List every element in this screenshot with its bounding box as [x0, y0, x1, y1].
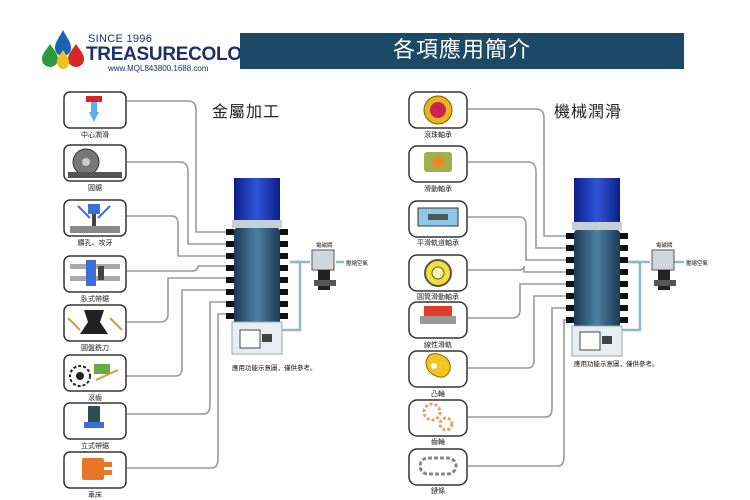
horizontal-band-saw-icon [70, 260, 120, 286]
sliding-bearing-icon [424, 152, 452, 172]
right-item-label: 滑動軸承 [424, 185, 452, 193]
logo-drops-icon [42, 30, 84, 69]
right-item-label: 齒輪 [431, 438, 445, 446]
gear-icon [422, 402, 454, 432]
left-pump-unit [231, 178, 283, 355]
right-section-title: 機械潤滑 [554, 102, 623, 121]
company-logo [38, 28, 238, 74]
gear-hobbing-icon [69, 364, 119, 387]
page-title: 各項應用簡介 [392, 38, 531, 63]
logo-url: www.MQL843800.1688.com [108, 64, 209, 73]
linear-rail-icon [420, 306, 456, 324]
cam-icon [425, 353, 451, 378]
ball-bearing-icon [423, 95, 453, 125]
right-item-label: 平滑軌道軸承 [417, 239, 459, 247]
left-valve-label: 電磁閥 [316, 243, 333, 249]
right-tubes [468, 108, 684, 467]
left-solenoid-valve [311, 249, 336, 290]
right-valve-label: 電磁閥 [656, 243, 673, 249]
right-note: 應用功能示意圖，僅供參考。 [574, 360, 659, 368]
right-air-label: 壓縮空氣 [686, 261, 709, 267]
left-item-label: 臥式帶鋸 [81, 295, 109, 303]
left-note: 應用功能示意圖，僅供參考。 [232, 364, 317, 372]
left-air-label: 壓縮空氣 [346, 261, 369, 267]
lathe-icon [82, 458, 112, 480]
left-item-label: 圓鋸 [88, 184, 102, 192]
right-solenoid-valve [651, 249, 676, 290]
center-spindle-icon [86, 96, 102, 122]
disc-milling-cutter-icon [67, 310, 123, 334]
vertical-band-saw-icon [84, 406, 104, 428]
left-pump-outlets [226, 229, 288, 319]
right-item-label: 凸輪 [431, 390, 445, 398]
left-item-label: 圓盤銑刀 [81, 344, 109, 352]
logo-brand: TREASURECOLOR [86, 44, 256, 65]
left-item-label: 鑽孔、攻牙 [77, 239, 113, 247]
logo-since: SINCE 1996 [88, 33, 153, 45]
left-item-label: 立式帶鋸 [81, 442, 109, 450]
chain-icon [418, 456, 458, 476]
cylindrical-bearing-icon [424, 259, 452, 287]
drilling-icon [70, 204, 120, 233]
left-item-label: 滾齒 [88, 394, 102, 402]
right-item-label: 滾珠軸承 [424, 131, 452, 139]
header-bar: 各項應用簡介 [240, 33, 684, 69]
right-pump-outlets [566, 233, 628, 323]
left-item-boxes [63, 91, 127, 489]
right-item-label: 鏈條 [431, 487, 445, 495]
right-item-label: 圓筒滑動軸承 [417, 293, 459, 301]
left-item-label: 車床 [88, 491, 102, 499]
circular-saw-icon [68, 148, 122, 178]
right-pump-unit [571, 178, 623, 357]
right-item-boxes [408, 91, 468, 486]
left-item-label: 中心潤滑 [81, 131, 109, 139]
left-section-title: 金屬加工 [212, 102, 281, 121]
right-item-label: 線性滑軌 [424, 341, 452, 349]
linear-guide-bearing-icon [417, 207, 459, 227]
